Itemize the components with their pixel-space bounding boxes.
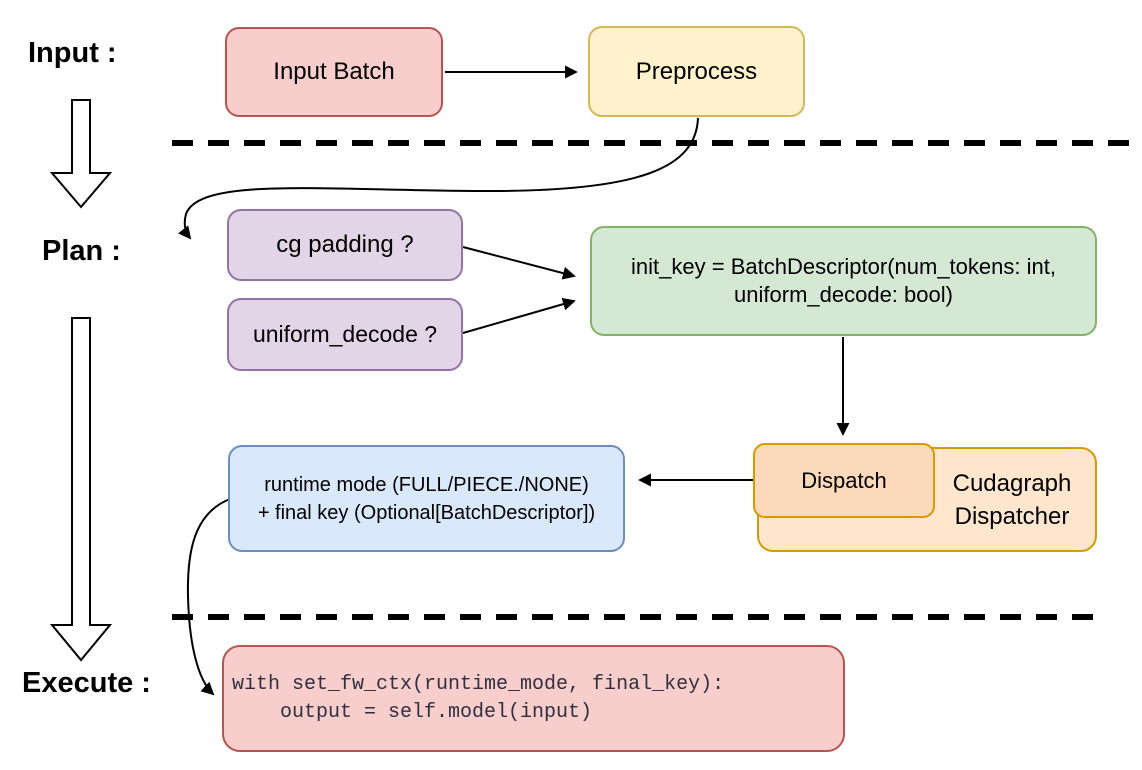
node-cg-padding: cg padding ? <box>227 209 463 281</box>
node-uniform-decode-label: uniform_decode ? <box>252 321 438 347</box>
node-preprocess: Preprocess <box>588 26 805 117</box>
stage-label-input: Input : <box>28 37 117 69</box>
arrow-uniform-decode-to-init-key <box>462 297 576 334</box>
node-cg-padding-label: cg padding ? <box>276 231 414 258</box>
arrow-runtime-mode-to-execute-code <box>186 498 231 696</box>
node-execute-code: with set_fw_ctx(runtime_mode, final_key)… <box>222 645 845 752</box>
node-runtime-mode-label: runtime mode (FULL/PIECE./NONE) + final … <box>257 473 596 524</box>
node-dispatch-label: Dispatch <box>801 467 887 493</box>
arrow-cg-padding-to-init-key <box>462 246 576 280</box>
stage-label-execute: Execute : <box>22 667 151 699</box>
stage-arrow-plan-to-execute-icon <box>49 317 113 662</box>
node-init-key-label: init_key = BatchDescriptor(num_tokens: i… <box>631 254 1056 307</box>
arrow-preprocess-to-cg-padding <box>178 117 699 240</box>
node-input-batch-label: Input Batch <box>273 58 395 85</box>
node-runtime-mode: runtime mode (FULL/PIECE./NONE) + final … <box>228 445 625 552</box>
stage-arrow-input-to-plan-icon <box>49 99 113 209</box>
node-cudagraph-dispatcher-label: Cudagraph Dispatcher <box>952 469 1072 530</box>
stage-label-plan: Plan : <box>42 235 121 267</box>
node-input-batch: Input Batch <box>225 27 443 117</box>
node-dispatch: Dispatch <box>753 443 935 518</box>
node-init-key: init_key = BatchDescriptor(num_tokens: i… <box>590 226 1097 336</box>
node-uniform-decode: uniform_decode ? <box>227 298 463 371</box>
node-preprocess-label: Preprocess <box>635 57 758 85</box>
node-execute-code-text: with set_fw_ctx(runtime_mode, final_key)… <box>232 672 725 724</box>
